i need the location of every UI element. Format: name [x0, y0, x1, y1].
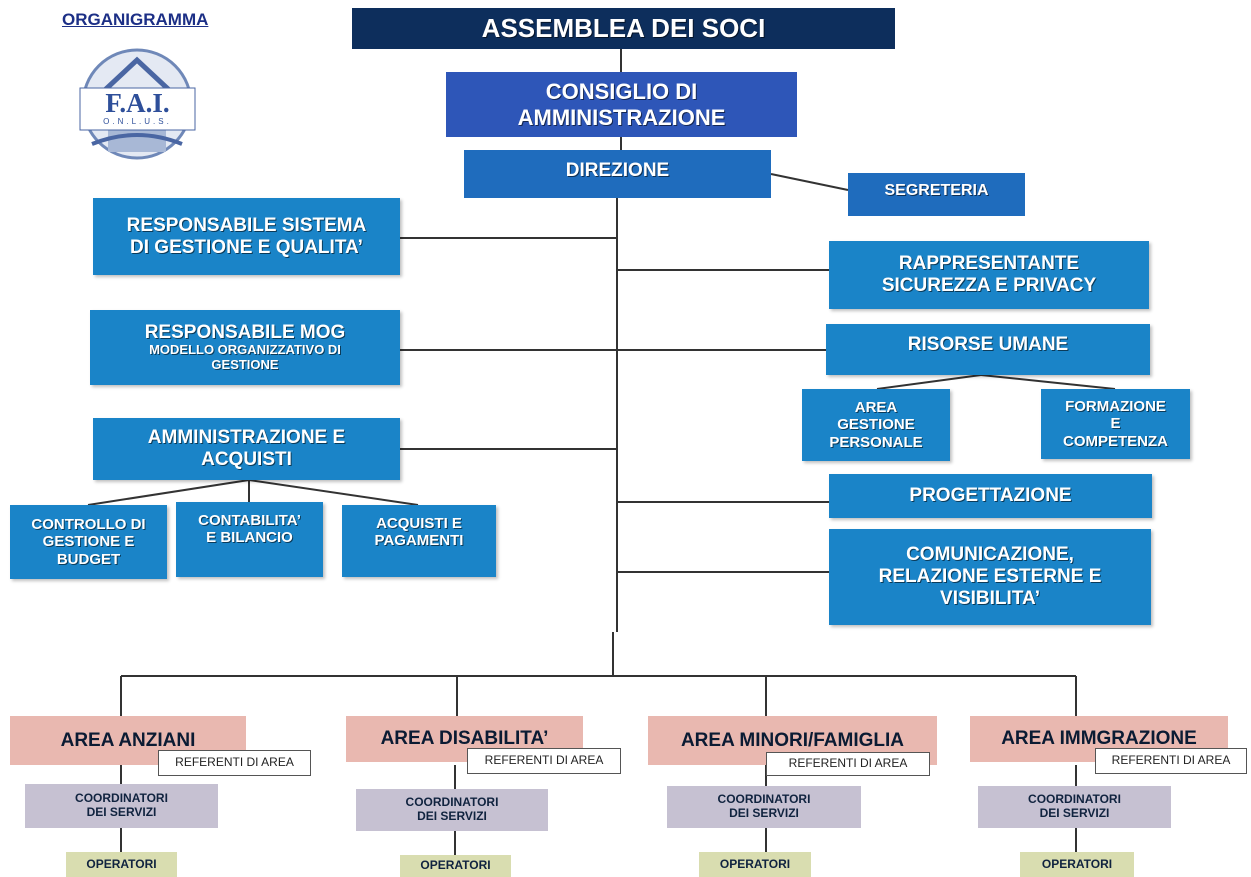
controllo-label-3: BUDGET	[56, 550, 121, 568]
page-title: ORGANIGRAMMA	[62, 10, 209, 29]
operatori-label: OPERATORI	[719, 856, 791, 871]
segreteria-label: SEGRETERIA	[884, 182, 989, 199]
formazione-label-1: FORMAZIONE	[1065, 398, 1166, 416]
operatori-label: OPERATORI	[86, 856, 157, 871]
amm-label-1: AMMINISTRAZIONE E	[147, 427, 346, 449]
comunicazione-label-3: VISIBILITA’	[940, 587, 1040, 609]
area-minori-label: AREA MINORI/FAMIGLIA	[680, 729, 905, 751]
referenti-area-disabilita: REFERENTI DI AREA	[467, 748, 621, 774]
mog-label-1: RESPONSABILE MOG	[144, 321, 346, 343]
area-gest-label-3: PERSONALE	[829, 433, 923, 451]
progettazione-label: PROGETTAZIONE	[909, 485, 1072, 507]
consiglio-amministrazione: CONSIGLIO DI AMMINISTRAZIONE	[446, 72, 797, 137]
coordinatori-label-2: DEI SERVIZI	[86, 805, 157, 819]
direzione-label: DIREZIONE	[565, 160, 670, 181]
controllo-label-1: CONTROLLO DI	[31, 516, 146, 534]
coordinatori-label-1: COORDINATORI	[405, 795, 499, 810]
assemblea-dei-soci: ASSEMBLEA DEI SOCI	[352, 8, 895, 49]
coordinatori-label-2: DEI SERVIZI	[417, 809, 487, 823]
operatori-label: OPERATORI	[1041, 856, 1113, 871]
logo-graphic	[79, 48, 196, 160]
sicurezza-label-2: SICUREZZA E PRIVACY	[881, 275, 1097, 296]
segreteria: SEGRETERIA	[848, 173, 1025, 216]
area-anziani-label: AREA ANZIANI	[60, 729, 196, 751]
referenti-label: REFERENTI DI AREA	[788, 756, 908, 771]
fai-logo: F.A.I. O.N.L.U.S.	[70, 44, 205, 161]
referenti-label: REFERENTI DI AREA	[175, 755, 294, 770]
coordinatori-label-2: DEI SERVIZI	[1039, 806, 1110, 820]
operatori-label: OPERATORI	[420, 858, 491, 873]
formazione-competenza: FORMAZIONE E COMPETENZA	[1041, 389, 1190, 459]
contabilita-label-1: CONTABILITA’	[198, 512, 301, 529]
direzione: DIREZIONE	[464, 150, 771, 198]
coordinatori-anziani: COORDINATORI DEI SERVIZI	[25, 784, 218, 828]
acquisti-label-1: ACQUISTI E	[376, 515, 462, 532]
risorse-label: RISORSE UMANE	[907, 334, 1069, 355]
amministrazione-acquisti: AMMINISTRAZIONE E ACQUISTI	[93, 418, 400, 480]
referenti-area-anziani: REFERENTI DI AREA	[158, 750, 311, 776]
progettazione: PROGETTAZIONE	[829, 474, 1152, 518]
logo-text: F.A.I.	[105, 88, 170, 118]
acquisti-pagamenti: ACQUISTI E PAGAMENTI	[342, 505, 496, 577]
contabilita-bilancio: CONTABILITA’ E BILANCIO	[176, 502, 323, 577]
coordinatori-immgrazione: COORDINATORI DEI SERVIZI	[978, 786, 1171, 828]
consiglio-label-2: AMMINISTRAZIONE	[517, 104, 726, 130]
coordinatori-disabilita: COORDINATORI DEI SERVIZI	[356, 789, 548, 831]
area-disabilita: AREA DISABILITA’	[346, 716, 583, 762]
responsabile-mog: RESPONSABILE MOG MODELLO ORGANIZZATIVO D…	[90, 310, 400, 385]
acquisti-label-2: PAGAMENTI	[374, 532, 464, 550]
operatori-minori: OPERATORI	[699, 852, 811, 877]
operatori-immgrazione: OPERATORI	[1020, 852, 1134, 877]
mog-label-3: GESTIONE	[211, 357, 279, 373]
coordinatori-label-1: COORDINATORI	[1028, 792, 1121, 807]
comunicazione-label-1: COMUNICAZIONE,	[906, 544, 1074, 566]
qualita-label-1: RESPONSABILE SISTEMA	[126, 214, 367, 236]
referenti-area-immgrazione: REFERENTI DI AREA	[1095, 748, 1247, 774]
qualita-label-2: DI GESTIONE E QUALITA’	[130, 236, 363, 258]
referenti-area-minori: REFERENTI DI AREA	[766, 752, 930, 776]
operatori-disabilita: OPERATORI	[400, 855, 511, 877]
assemblea-label: ASSEMBLEA DEI SOCI	[481, 12, 766, 43]
formazione-label-3: COMPETENZA	[1063, 432, 1168, 450]
comunicazione-label-2: RELAZIONE ESTERNE E	[878, 566, 1102, 588]
controllo-label-2: GESTIONE E	[42, 533, 135, 551]
responsabile-qualita: RESPONSABILE SISTEMA DI GESTIONE E QUALI…	[93, 198, 400, 275]
controllo-gestione-budget: CONTROLLO DI GESTIONE E BUDGET	[10, 505, 167, 579]
area-disabilita-label: AREA DISABILITA’	[380, 728, 549, 750]
referenti-label: REFERENTI DI AREA	[1111, 753, 1231, 768]
area-gestione-personale: AREA GESTIONE PERSONALE	[802, 389, 950, 461]
logo-subtext: O.N.L.U.S.	[103, 117, 172, 126]
operatori-anziani: OPERATORI	[66, 852, 177, 877]
formazione-label-2: E	[1110, 415, 1121, 433]
referenti-label: REFERENTI DI AREA	[484, 753, 604, 768]
area-gest-label-1: AREA	[854, 399, 898, 417]
risorse-umane: RISORSE UMANE	[826, 324, 1150, 375]
coordinatori-minori: COORDINATORI DEI SERVIZI	[667, 786, 861, 828]
coordinatori-label-1: COORDINATORI	[75, 791, 168, 806]
area-gest-label-2: GESTIONE	[837, 416, 915, 434]
coordinatori-label-1: COORDINATORI	[717, 792, 811, 807]
contabilita-label-2: E BILANCIO	[206, 529, 293, 547]
comunicazione-relazioni-esterne: COMUNICAZIONE, RELAZIONE ESTERNE E VISIB…	[829, 529, 1151, 625]
coordinatori-label-2: DEI SERVIZI	[729, 806, 799, 820]
sicurezza-label-1: RAPPRESENTANTE	[898, 253, 1080, 275]
mog-label-2: MODELLO ORGANIZZATIVO DI	[149, 342, 341, 358]
amm-label-2: ACQUISTI	[201, 449, 292, 470]
consiglio-label-1: CONSIGLIO DI	[545, 79, 698, 105]
rappresentante-sicurezza-privacy: RAPPRESENTANTE SICUREZZA E PRIVACY	[829, 241, 1149, 309]
area-immgrazione-label: AREA IMMGRAZIONE	[1001, 728, 1197, 750]
